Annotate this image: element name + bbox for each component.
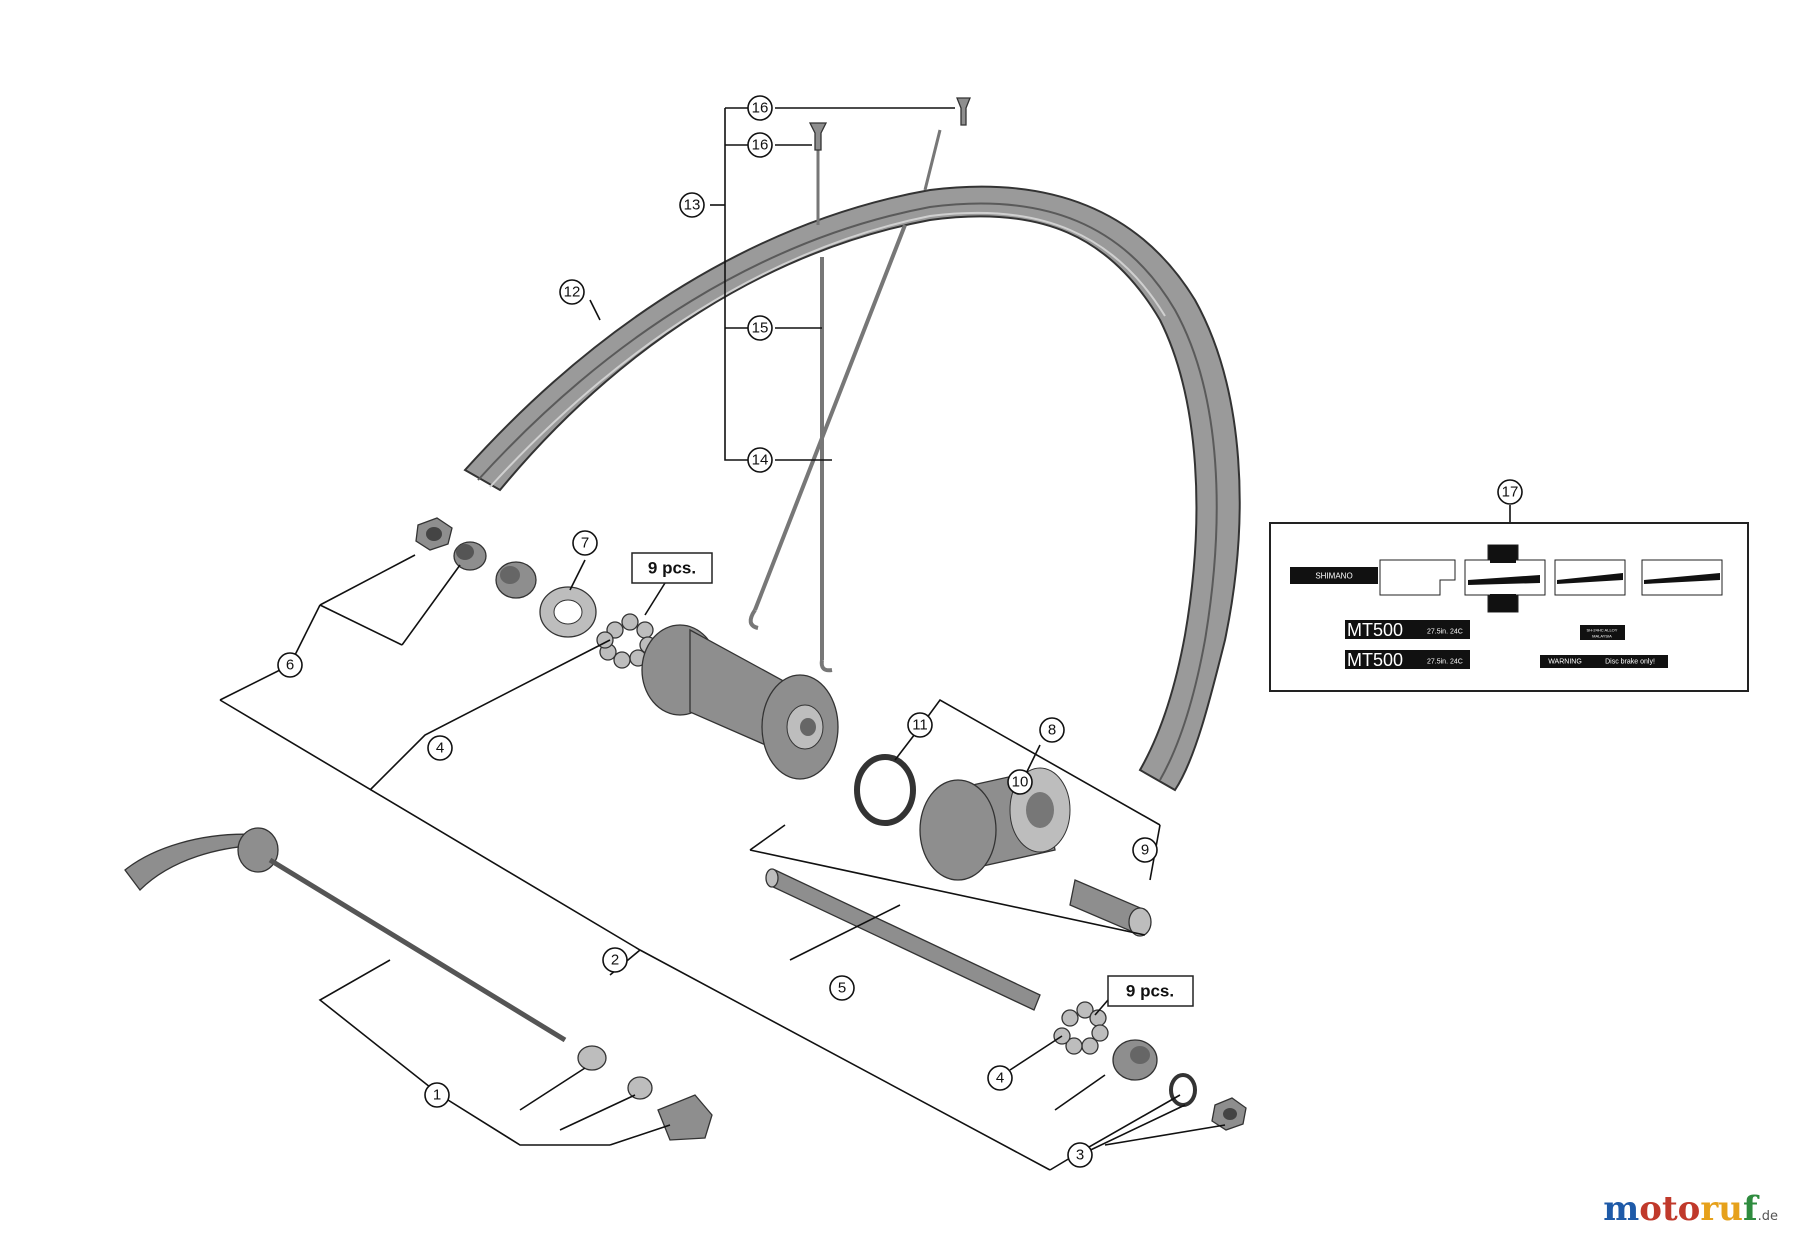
svg-text:2: 2 [611, 952, 619, 969]
callout-16-bottom: 16 [747, 132, 773, 158]
callout-10: 10 [1007, 769, 1033, 795]
spoke-set [748, 129, 942, 673]
hub-axle [765, 868, 1041, 1011]
qr-spring-2 [627, 1076, 653, 1100]
svg-text:14: 14 [752, 452, 769, 469]
freehub-spacer [1069, 879, 1152, 937]
decal-brand: SHIMANO [1315, 572, 1352, 581]
rim [463, 185, 1241, 792]
svg-text:3: 3 [1076, 1147, 1084, 1164]
callout-12: 12 [559, 279, 585, 305]
decal-small-label-2: MALAYSIA [1592, 634, 1612, 639]
qty-label-balls-left: 9 pcs. [631, 552, 713, 584]
svg-text:10: 10 [1012, 774, 1029, 791]
callout-9: 9 [1132, 837, 1158, 863]
svg-text:7: 7 [581, 535, 589, 552]
qr-adjusting-nut [657, 1094, 713, 1141]
callout-17: 17 [1497, 479, 1523, 505]
callout-6: 6 [277, 652, 303, 678]
leader-lines [219, 107, 1511, 1171]
svg-text:1: 1 [433, 1087, 441, 1104]
watermark-logo: motoruf.de [1603, 1189, 1778, 1229]
callout-8: 8 [1039, 717, 1065, 743]
callout-1: 1 [424, 1082, 450, 1108]
decal-small-label-1: SH-24HC ALLOY [1587, 628, 1618, 633]
decal-size-top: 27.5in. 24C [1427, 629, 1463, 636]
cone-right [1112, 1039, 1158, 1081]
callout-2: 2 [602, 947, 628, 973]
callout-16-top: 16 [747, 95, 773, 121]
svg-text:4: 4 [996, 1070, 1004, 1087]
callout-14: 14 [747, 447, 773, 473]
svg-text:13: 13 [684, 197, 701, 214]
decal-sheet: SHIMANO MT500 27.5in. 24C MT500 27.5in. … [1269, 522, 1749, 692]
callout-5: 5 [829, 975, 855, 1001]
svg-text:17: 17 [1502, 484, 1519, 501]
lock-nut-right [1211, 1097, 1247, 1131]
decal-warning-label: WARNING [1548, 659, 1582, 666]
hub-body [641, 624, 839, 780]
svg-text:9: 9 [1141, 842, 1149, 859]
callout-4-right: 4 [987, 1065, 1013, 1091]
nipple-2 [808, 122, 828, 151]
svg-text:6: 6 [286, 657, 294, 674]
callout-3: 3 [1067, 1142, 1093, 1168]
cone-left [495, 561, 537, 599]
svg-text:9 pcs.: 9 pcs. [648, 559, 696, 578]
callout-4-left: 4 [427, 735, 453, 761]
svg-text:8: 8 [1048, 722, 1056, 739]
decal-warning-text: Disc brake only! [1605, 659, 1655, 666]
freehub-body [919, 767, 1071, 881]
callout-7: 7 [572, 530, 598, 556]
ball-bearings-left [596, 613, 657, 669]
svg-text:9 pcs.: 9 pcs. [1126, 982, 1174, 1001]
quick-release-skewer [124, 827, 567, 1043]
callout-15: 15 [747, 315, 773, 341]
lock-nut-left [415, 517, 453, 551]
nipple-1 [956, 97, 971, 126]
svg-text:15: 15 [752, 320, 769, 337]
decal-model-top: MT500 [1347, 620, 1403, 640]
svg-text:12: 12 [564, 284, 581, 301]
svg-text:16: 16 [752, 137, 769, 154]
callout-13: 13 [679, 192, 705, 218]
dust-cap-left [539, 586, 597, 638]
spacer-left [453, 541, 487, 571]
qr-spring-1 [577, 1045, 607, 1071]
qty-label-balls-right: 9 pcs. [1107, 975, 1194, 1007]
decal-graphic-1 [1379, 559, 1456, 596]
decal-model-bottom: MT500 [1347, 650, 1403, 670]
svg-text:4: 4 [436, 740, 444, 757]
decal-brand-bar [1290, 567, 1378, 584]
decal-size-bottom: 27.5in. 24C [1427, 659, 1463, 666]
callout-11: 11 [907, 712, 933, 738]
svg-text:16: 16 [752, 100, 769, 117]
spacer-right [1169, 1073, 1197, 1107]
o-ring [854, 754, 916, 826]
svg-text:11: 11 [912, 717, 928, 734]
svg-text:5: 5 [838, 980, 846, 997]
